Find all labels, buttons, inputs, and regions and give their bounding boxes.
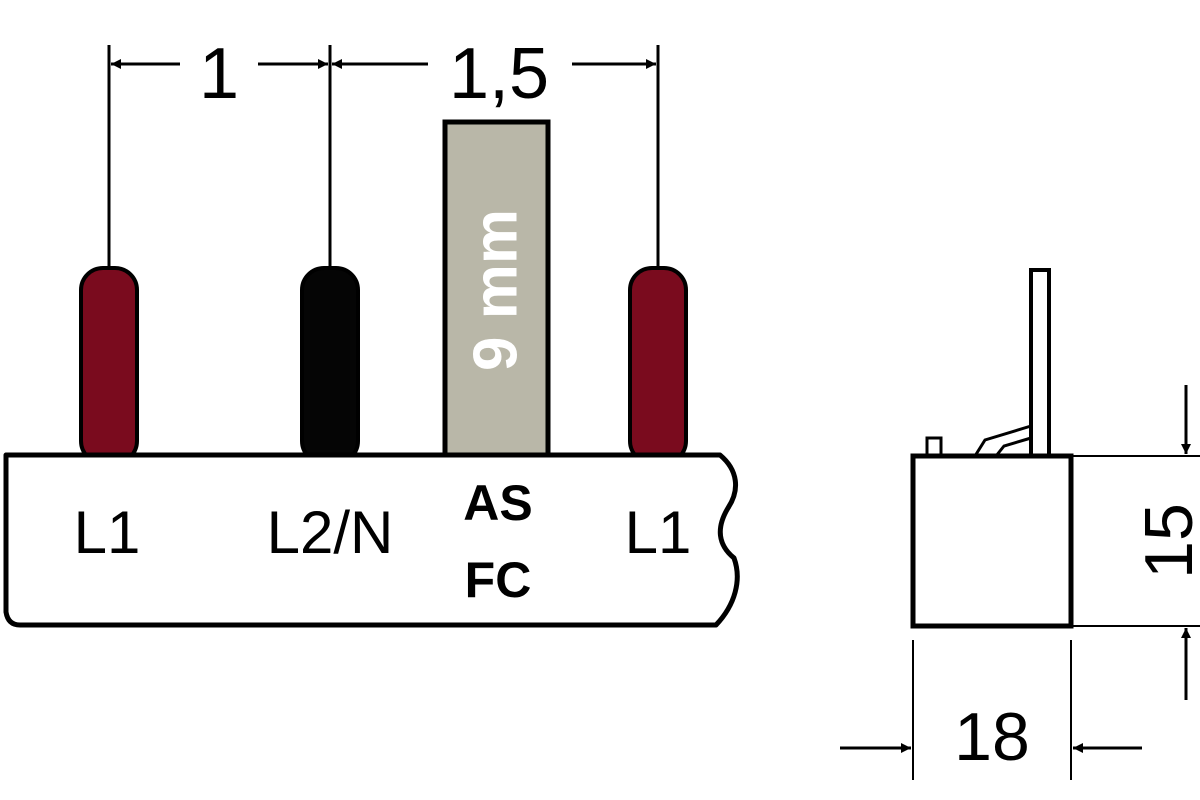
pin-l1-right: [628, 266, 688, 465]
label-l1-right: L1: [625, 499, 692, 566]
label-l1-left: L1: [74, 499, 141, 566]
dim-pitch-1: 1: [199, 34, 239, 114]
label-as: AS: [463, 475, 532, 531]
side-pin: [1029, 268, 1051, 458]
pin-l2n: [300, 266, 360, 465]
side-clip-bend: [973, 424, 1032, 457]
dim-height: 15: [1131, 503, 1200, 579]
pin-as-fc: [442, 119, 551, 465]
label-fc: FC: [465, 552, 532, 608]
busbar-body: [3, 452, 740, 628]
side-clip-small: [925, 436, 943, 458]
label-l2n: L2/N: [267, 499, 394, 566]
side-body: [910, 453, 1074, 629]
pin-l1-left: [79, 266, 139, 465]
dim-pitch-2: 1,5: [449, 34, 549, 114]
pin-width-label: 9 mm: [461, 209, 530, 371]
dim-width: 18: [954, 699, 1030, 775]
